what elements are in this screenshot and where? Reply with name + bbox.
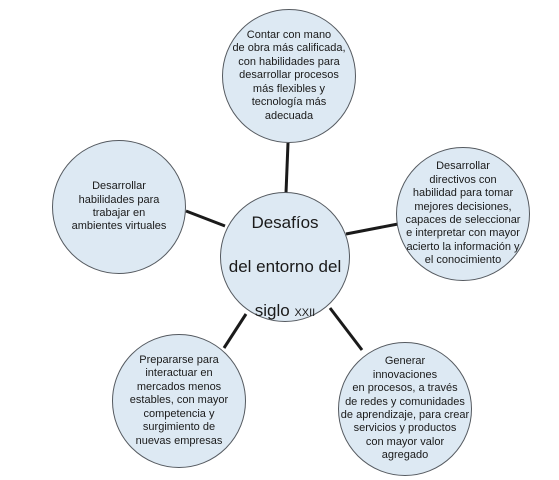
node-bottom-right-label: Generar innovaciones en procesos, a trav…	[340, 355, 470, 462]
center-line-2: del entorno del	[228, 257, 342, 276]
node-right-label: Desarrollar directivos con habilidad par…	[405, 160, 521, 267]
connector-bottom-left	[222, 313, 248, 349]
center-title: Desafíos del entorno del siglo XXII	[229, 190, 341, 324]
node-right: Desarrollar directivos con habilidad par…	[396, 147, 530, 281]
node-left-label: Desarrollar habilidades para trabajar en…	[71, 180, 167, 233]
node-top-label: Contar con mano de obra más calificada, …	[232, 29, 346, 122]
node-bottom-left: Prepararse para interactuar en mercados …	[112, 334, 246, 468]
connector-left	[185, 209, 226, 228]
node-left: Desarrollar habilidades para trabajar en…	[52, 140, 186, 274]
node-bottom-right: Generar innovaciones en procesos, a trav…	[338, 342, 472, 476]
connector-right	[345, 222, 399, 236]
node-bottom-left-label: Prepararse para interactuar en mercados …	[129, 354, 229, 447]
center-line-3: siglo	[254, 301, 295, 320]
node-center: Desafíos del entorno del siglo XXII	[220, 192, 350, 322]
node-top: Contar con mano de obra más calificada, …	[222, 9, 356, 143]
center-line-1: Desafíos	[251, 213, 319, 232]
connector-top	[284, 142, 290, 194]
center-line-3-suffix: XXII	[294, 307, 316, 319]
connector-bottom-right	[328, 307, 364, 351]
